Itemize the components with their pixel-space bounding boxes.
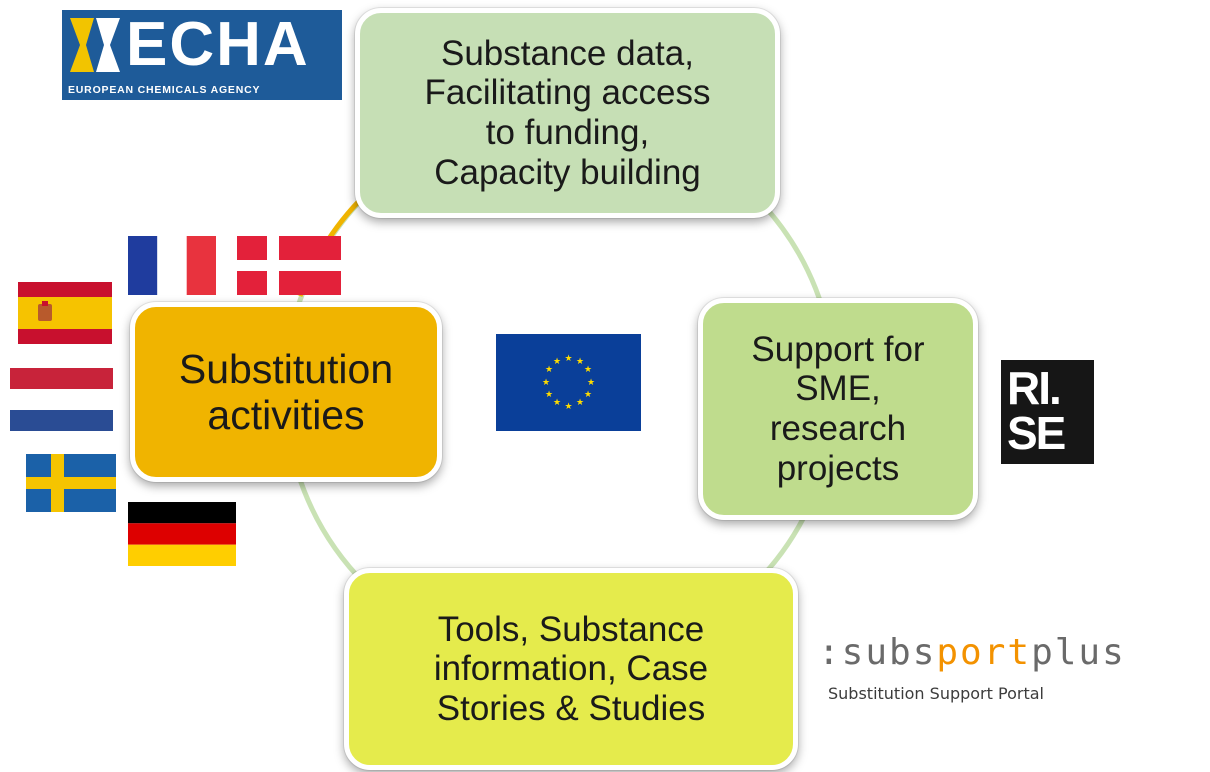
svg-text:★: ★ xyxy=(545,365,553,375)
subsport-tagline: Substitution Support Portal xyxy=(828,684,1044,703)
echa-wordmark: ECHA xyxy=(126,10,310,79)
node-right-line-3: research xyxy=(769,409,907,448)
node-right-line-4: projects xyxy=(776,448,900,488)
rise-logo: RI. SE xyxy=(1001,360,1094,464)
svg-text:★: ★ xyxy=(553,357,561,367)
node-bottom-line-1: Tools, Substance xyxy=(437,609,705,649)
node-top-line-4: Capacity building xyxy=(434,152,701,192)
eu-flag: ★ ★ ★ ★ ★ ★ ★ ★ ★ ★ ★ ★ xyxy=(496,334,641,431)
netherlands-flag xyxy=(10,368,113,431)
svg-text:★: ★ xyxy=(587,378,595,388)
svg-text:★: ★ xyxy=(564,354,572,364)
node-substitution-activities: Substitution activities xyxy=(130,302,442,482)
svg-text:★: ★ xyxy=(542,378,550,388)
node-bottom-line-3: Stories & Studies xyxy=(436,688,706,728)
svg-text:★: ★ xyxy=(584,390,592,400)
echa-subtitle: EUROPEAN CHEMICALS AGENCY xyxy=(68,84,261,96)
node-bottom-line-2: information, Case xyxy=(433,649,709,689)
subsport-logo-suffix: plus xyxy=(1031,632,1126,673)
sweden-flag xyxy=(26,454,116,512)
node-tools: Tools, Substance information, Case Stori… xyxy=(344,568,798,770)
germany-flag xyxy=(128,502,236,566)
node-sme-support: Support for SME, research projects xyxy=(698,298,978,520)
node-right-line-1: Support for xyxy=(751,329,925,369)
svg-text:★: ★ xyxy=(576,357,584,367)
node-top-line-2: Facilitating access xyxy=(424,73,711,113)
denmark-flag xyxy=(237,236,341,295)
node-right-line-2: SME, xyxy=(795,369,881,409)
svg-text:★: ★ xyxy=(564,402,572,412)
svg-text:★: ★ xyxy=(553,398,561,408)
subsport-logo-prefix: :subs xyxy=(818,632,937,673)
node-top-line-1: Substance data, xyxy=(441,33,694,73)
france-flag xyxy=(128,236,216,295)
svg-text:★: ★ xyxy=(584,365,592,375)
svg-text:★: ★ xyxy=(576,398,584,408)
svg-text:★: ★ xyxy=(545,390,553,400)
node-left-line-1: Substitution xyxy=(178,345,394,392)
subsport-logo-accent: port xyxy=(936,632,1032,673)
spain-flag xyxy=(18,282,112,344)
echa-logo: ECHA EUROPEAN CHEMICALS AGENCY xyxy=(62,10,342,100)
node-top-line-3: to funding, xyxy=(485,113,650,152)
echa-star-icon xyxy=(70,18,120,72)
rise-logo-line-2: SE xyxy=(1007,407,1066,459)
subsport-logo: :subsportplus xyxy=(818,632,1126,673)
rise-logo-line-1: RI. xyxy=(1007,362,1062,414)
node-left-line-2: activities xyxy=(207,392,365,438)
node-substance-data: Substance data, Facilitating access to f… xyxy=(355,8,780,218)
